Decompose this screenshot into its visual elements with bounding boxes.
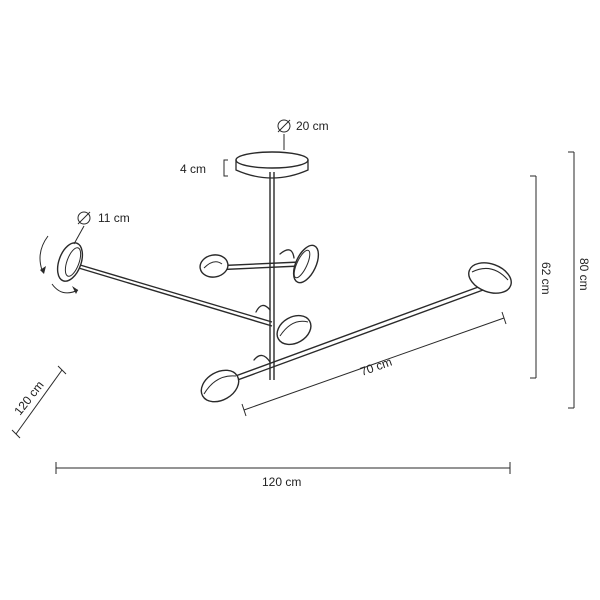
canopy-height-label: 4 cm [180, 162, 206, 176]
total-depth-dimension: 120 cm [11, 365, 67, 439]
drop-height-dimension: 62 cm [530, 175, 553, 379]
shade-top-left [199, 254, 229, 278]
left-arm [69, 261, 273, 327]
total-width-dimension: 120 cm [55, 462, 511, 489]
shade-diameter-dimension: 11 cm [73, 211, 130, 245]
total-height-label: 80 cm [577, 258, 591, 291]
right-arm [229, 281, 495, 383]
shade-top-right [292, 244, 320, 284]
shade-center [276, 314, 312, 346]
arm-length-label: 70 cm [358, 355, 393, 379]
canopy-diameter-dimension: 20 cm [277, 119, 329, 150]
rotate-arrows-icon [39, 235, 79, 294]
shade-right [468, 262, 512, 294]
canopy-diameter-label: 20 cm [296, 119, 329, 133]
canopy [235, 151, 309, 179]
joint-connector [253, 354, 271, 363]
canopy-height-dimension: 4 cm [180, 159, 228, 177]
total-width-label: 120 cm [262, 475, 301, 489]
shade-bottom-left [200, 369, 240, 403]
joint-connector [255, 304, 271, 313]
shade-diameter-label: 11 cm [98, 211, 130, 225]
shade-left [56, 242, 84, 282]
total-height-dimension: 80 cm [568, 151, 591, 409]
drop-height-label: 62 cm [539, 262, 553, 295]
